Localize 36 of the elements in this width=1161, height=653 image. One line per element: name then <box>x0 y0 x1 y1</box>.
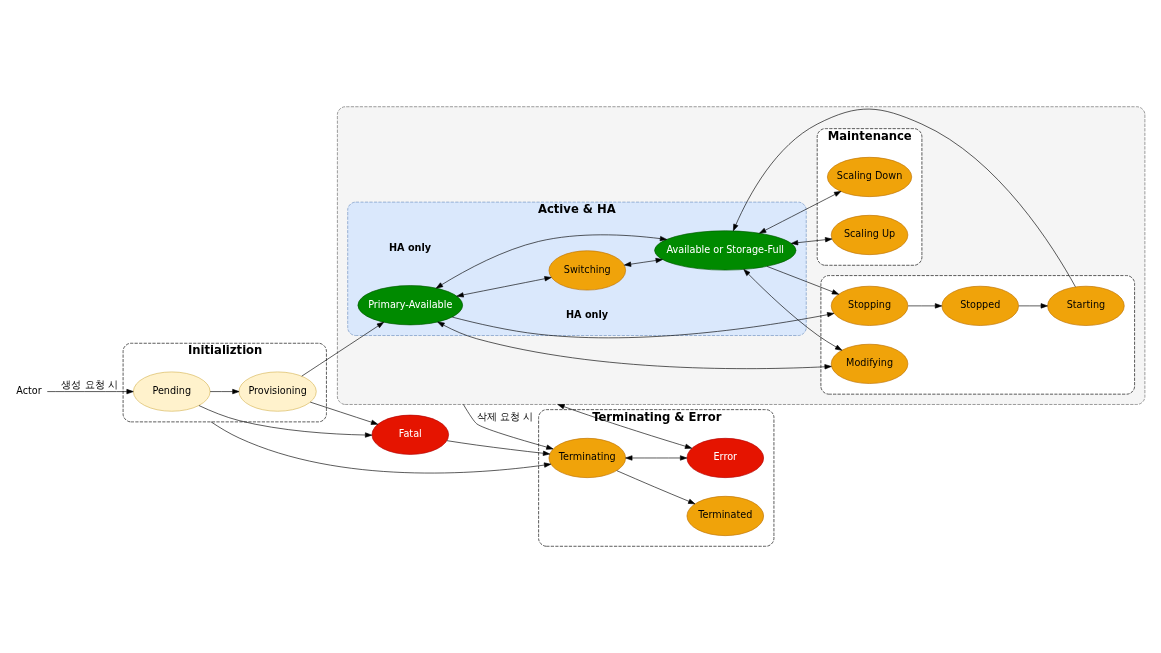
edge-label: 삭제 요청 시 <box>476 410 534 423</box>
arrow <box>732 108 1076 288</box>
node-ellipse: Pending <box>133 371 211 412</box>
arrow <box>437 321 832 370</box>
cluster <box>820 275 1135 395</box>
arrow <box>46 389 134 395</box>
node-text: Actor <box>16 384 42 396</box>
node-ellipse: Provisioning <box>238 371 317 412</box>
arrow <box>743 269 843 351</box>
arrow <box>456 276 552 298</box>
arrow <box>1018 303 1048 309</box>
arrow <box>198 405 373 438</box>
node-ellipse: Terminating <box>548 438 626 478</box>
arrow <box>907 303 943 309</box>
arrow <box>463 404 554 450</box>
node-label: HA only <box>389 241 432 253</box>
arrow <box>616 470 696 505</box>
arrow <box>446 440 551 456</box>
node-ellipse: Scaling Up <box>830 215 909 255</box>
arrow <box>759 191 842 234</box>
arrow <box>557 404 693 449</box>
arrow <box>435 234 667 289</box>
node-label: HA only <box>566 309 609 321</box>
node-ellipse: Stopped <box>941 285 1019 326</box>
arrow <box>301 322 384 377</box>
node-ellipse: Starting <box>1047 285 1125 326</box>
arrow <box>451 312 835 339</box>
arrow <box>791 237 833 246</box>
arrow <box>625 455 688 461</box>
arrow <box>210 421 552 474</box>
edge-label: 생성 요청 시 <box>61 378 118 391</box>
arrow <box>209 389 240 395</box>
arrow <box>309 401 379 425</box>
arrow <box>624 257 663 267</box>
arrow <box>766 266 839 295</box>
node-ellipse: Switching <box>548 250 626 291</box>
